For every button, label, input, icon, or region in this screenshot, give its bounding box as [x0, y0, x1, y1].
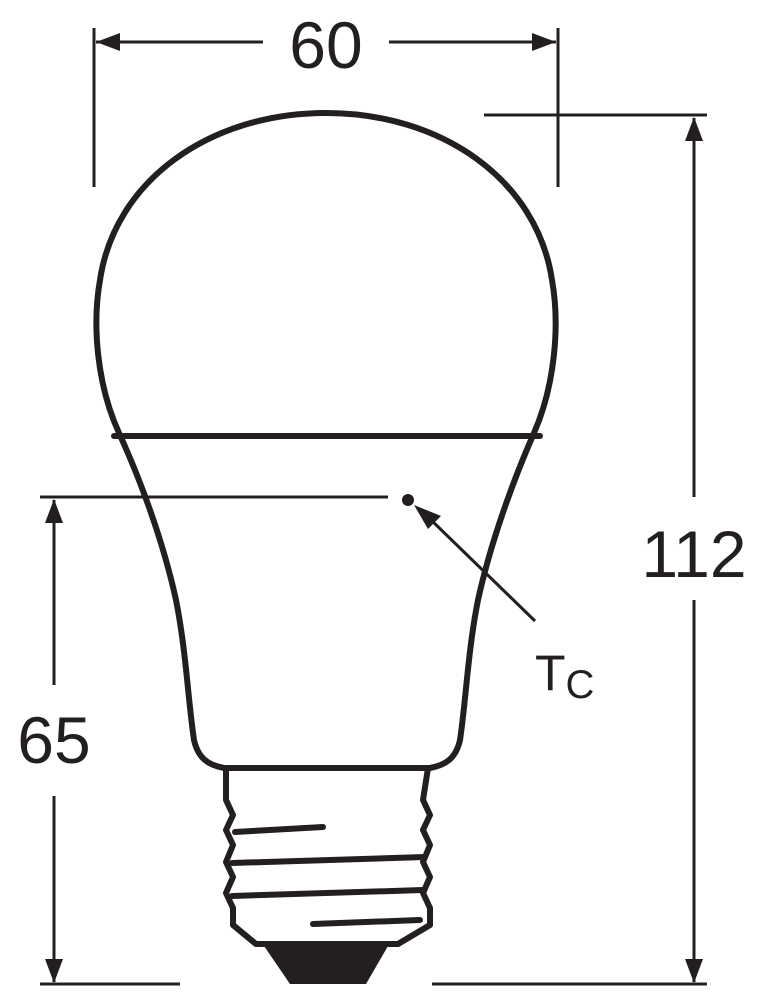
thread-line	[232, 824, 326, 835]
tc-height-label: 65	[17, 703, 90, 777]
arrowhead-icon	[414, 505, 441, 529]
height-label: 112	[641, 517, 746, 591]
dot-icon	[402, 494, 414, 506]
tc-leader-line	[426, 515, 537, 623]
arrowhead-icon	[96, 33, 120, 51]
width-label: 60	[289, 8, 362, 82]
thread-line	[229, 854, 428, 866]
arrowhead-icon	[45, 499, 63, 523]
thread-line	[310, 917, 423, 927]
bulb-outline	[93, 110, 559, 771]
tc-label-sub: C	[566, 663, 595, 707]
arrowhead-icon	[685, 117, 703, 141]
tc-annotation: TC	[402, 494, 594, 707]
width-dimension: 60	[92, 8, 560, 187]
arrowhead-icon	[532, 33, 556, 51]
height-dimension: 112	[641, 117, 747, 983]
tc-label-main: T	[535, 645, 566, 701]
arrowhead-icon	[685, 959, 703, 983]
thread-line	[229, 887, 426, 899]
tc-label: TC	[535, 645, 594, 707]
base-contact	[264, 946, 388, 984]
base-threads-outline	[223, 765, 433, 947]
arrowhead-icon	[45, 959, 63, 983]
bulb-globe	[93, 110, 559, 771]
bulb-base	[223, 765, 433, 984]
tc-height-dimension: 65	[17, 495, 388, 983]
